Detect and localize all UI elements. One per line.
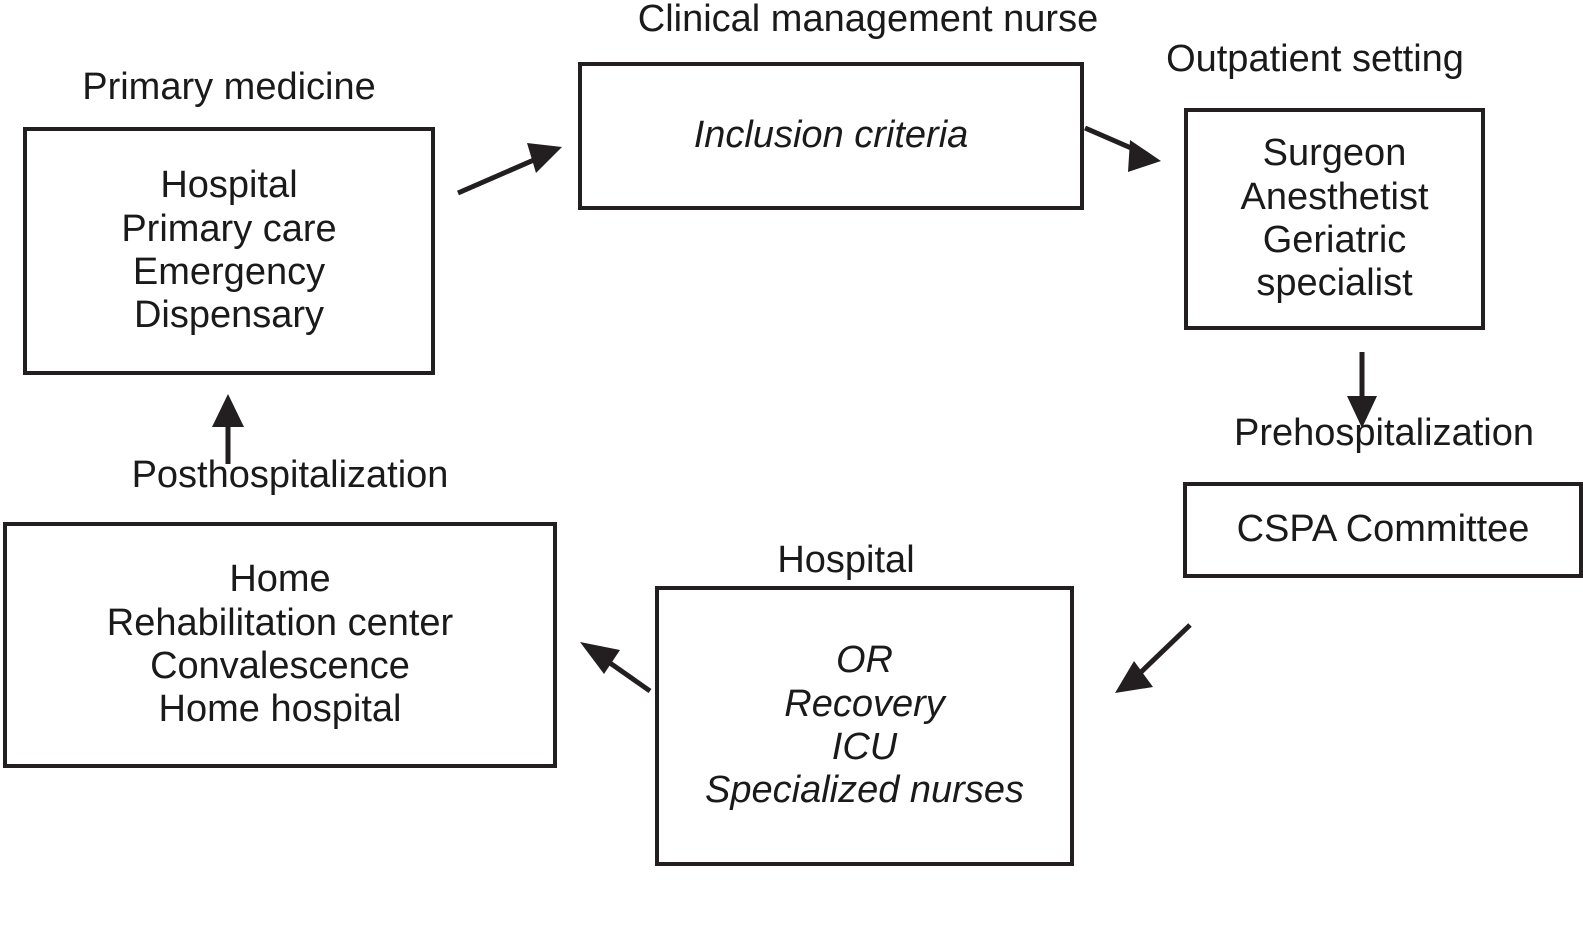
node-line: Primary care bbox=[121, 207, 337, 250]
arrow-cspa-to-hospital bbox=[1115, 623, 1192, 693]
node-line: Rehabilitation center bbox=[106, 601, 454, 644]
node-line: specialist bbox=[1256, 262, 1413, 305]
caption-clinical-management-nurse: Clinical management nurse bbox=[637, 0, 1099, 40]
caption-primary-medicine: Primary medicine bbox=[82, 66, 376, 108]
node-line: Surgeon bbox=[1262, 132, 1407, 175]
caption-hospital: Hospital bbox=[777, 539, 915, 581]
caption-prehospitalization: Prehospitalization bbox=[1234, 412, 1534, 454]
node-line: Hospital bbox=[160, 164, 298, 207]
node-line: CSPA Committee bbox=[1236, 508, 1530, 551]
node-line: Specialized nurses bbox=[705, 769, 1024, 812]
node-line: Emergency bbox=[132, 251, 326, 293]
node-line: OR bbox=[836, 639, 893, 682]
node-line: Inclusion criteria bbox=[693, 114, 969, 157]
node-line: Dispensary bbox=[133, 294, 325, 337]
node-primary-medicine: Hospital Primary care Emergency Dispensa… bbox=[23, 127, 435, 375]
node-hospital: OR Recovery ICU Specialized nurses bbox=[655, 586, 1074, 866]
node-line: Convalescence bbox=[150, 645, 410, 687]
node-cspa-committee: CSPA Committee bbox=[1183, 482, 1583, 578]
node-line: Recovery bbox=[784, 682, 945, 725]
node-line: ICU bbox=[831, 726, 898, 768]
node-line: Home hospital bbox=[158, 688, 402, 731]
node-line: Home bbox=[229, 558, 331, 601]
arrow-inclusion-to-outpatient bbox=[1084, 125, 1161, 172]
node-outpatient-setting: Surgeon Anesthetist Geriatric specialist bbox=[1184, 108, 1485, 330]
node-inclusion-criteria: Inclusion criteria bbox=[578, 62, 1084, 210]
caption-outpatient-setting: Outpatient setting bbox=[1166, 38, 1464, 80]
node-line: Anesthetist bbox=[1240, 175, 1429, 218]
node-line: Geriatric bbox=[1262, 219, 1407, 261]
arrow-primary-to-inclusion bbox=[457, 143, 562, 196]
caption-posthospitalization: Posthospitalization bbox=[131, 454, 449, 496]
node-posthospitalization: Home Rehabilitation center Convalescence… bbox=[3, 522, 557, 768]
arrow-hospital-to-posthosp bbox=[580, 642, 652, 694]
